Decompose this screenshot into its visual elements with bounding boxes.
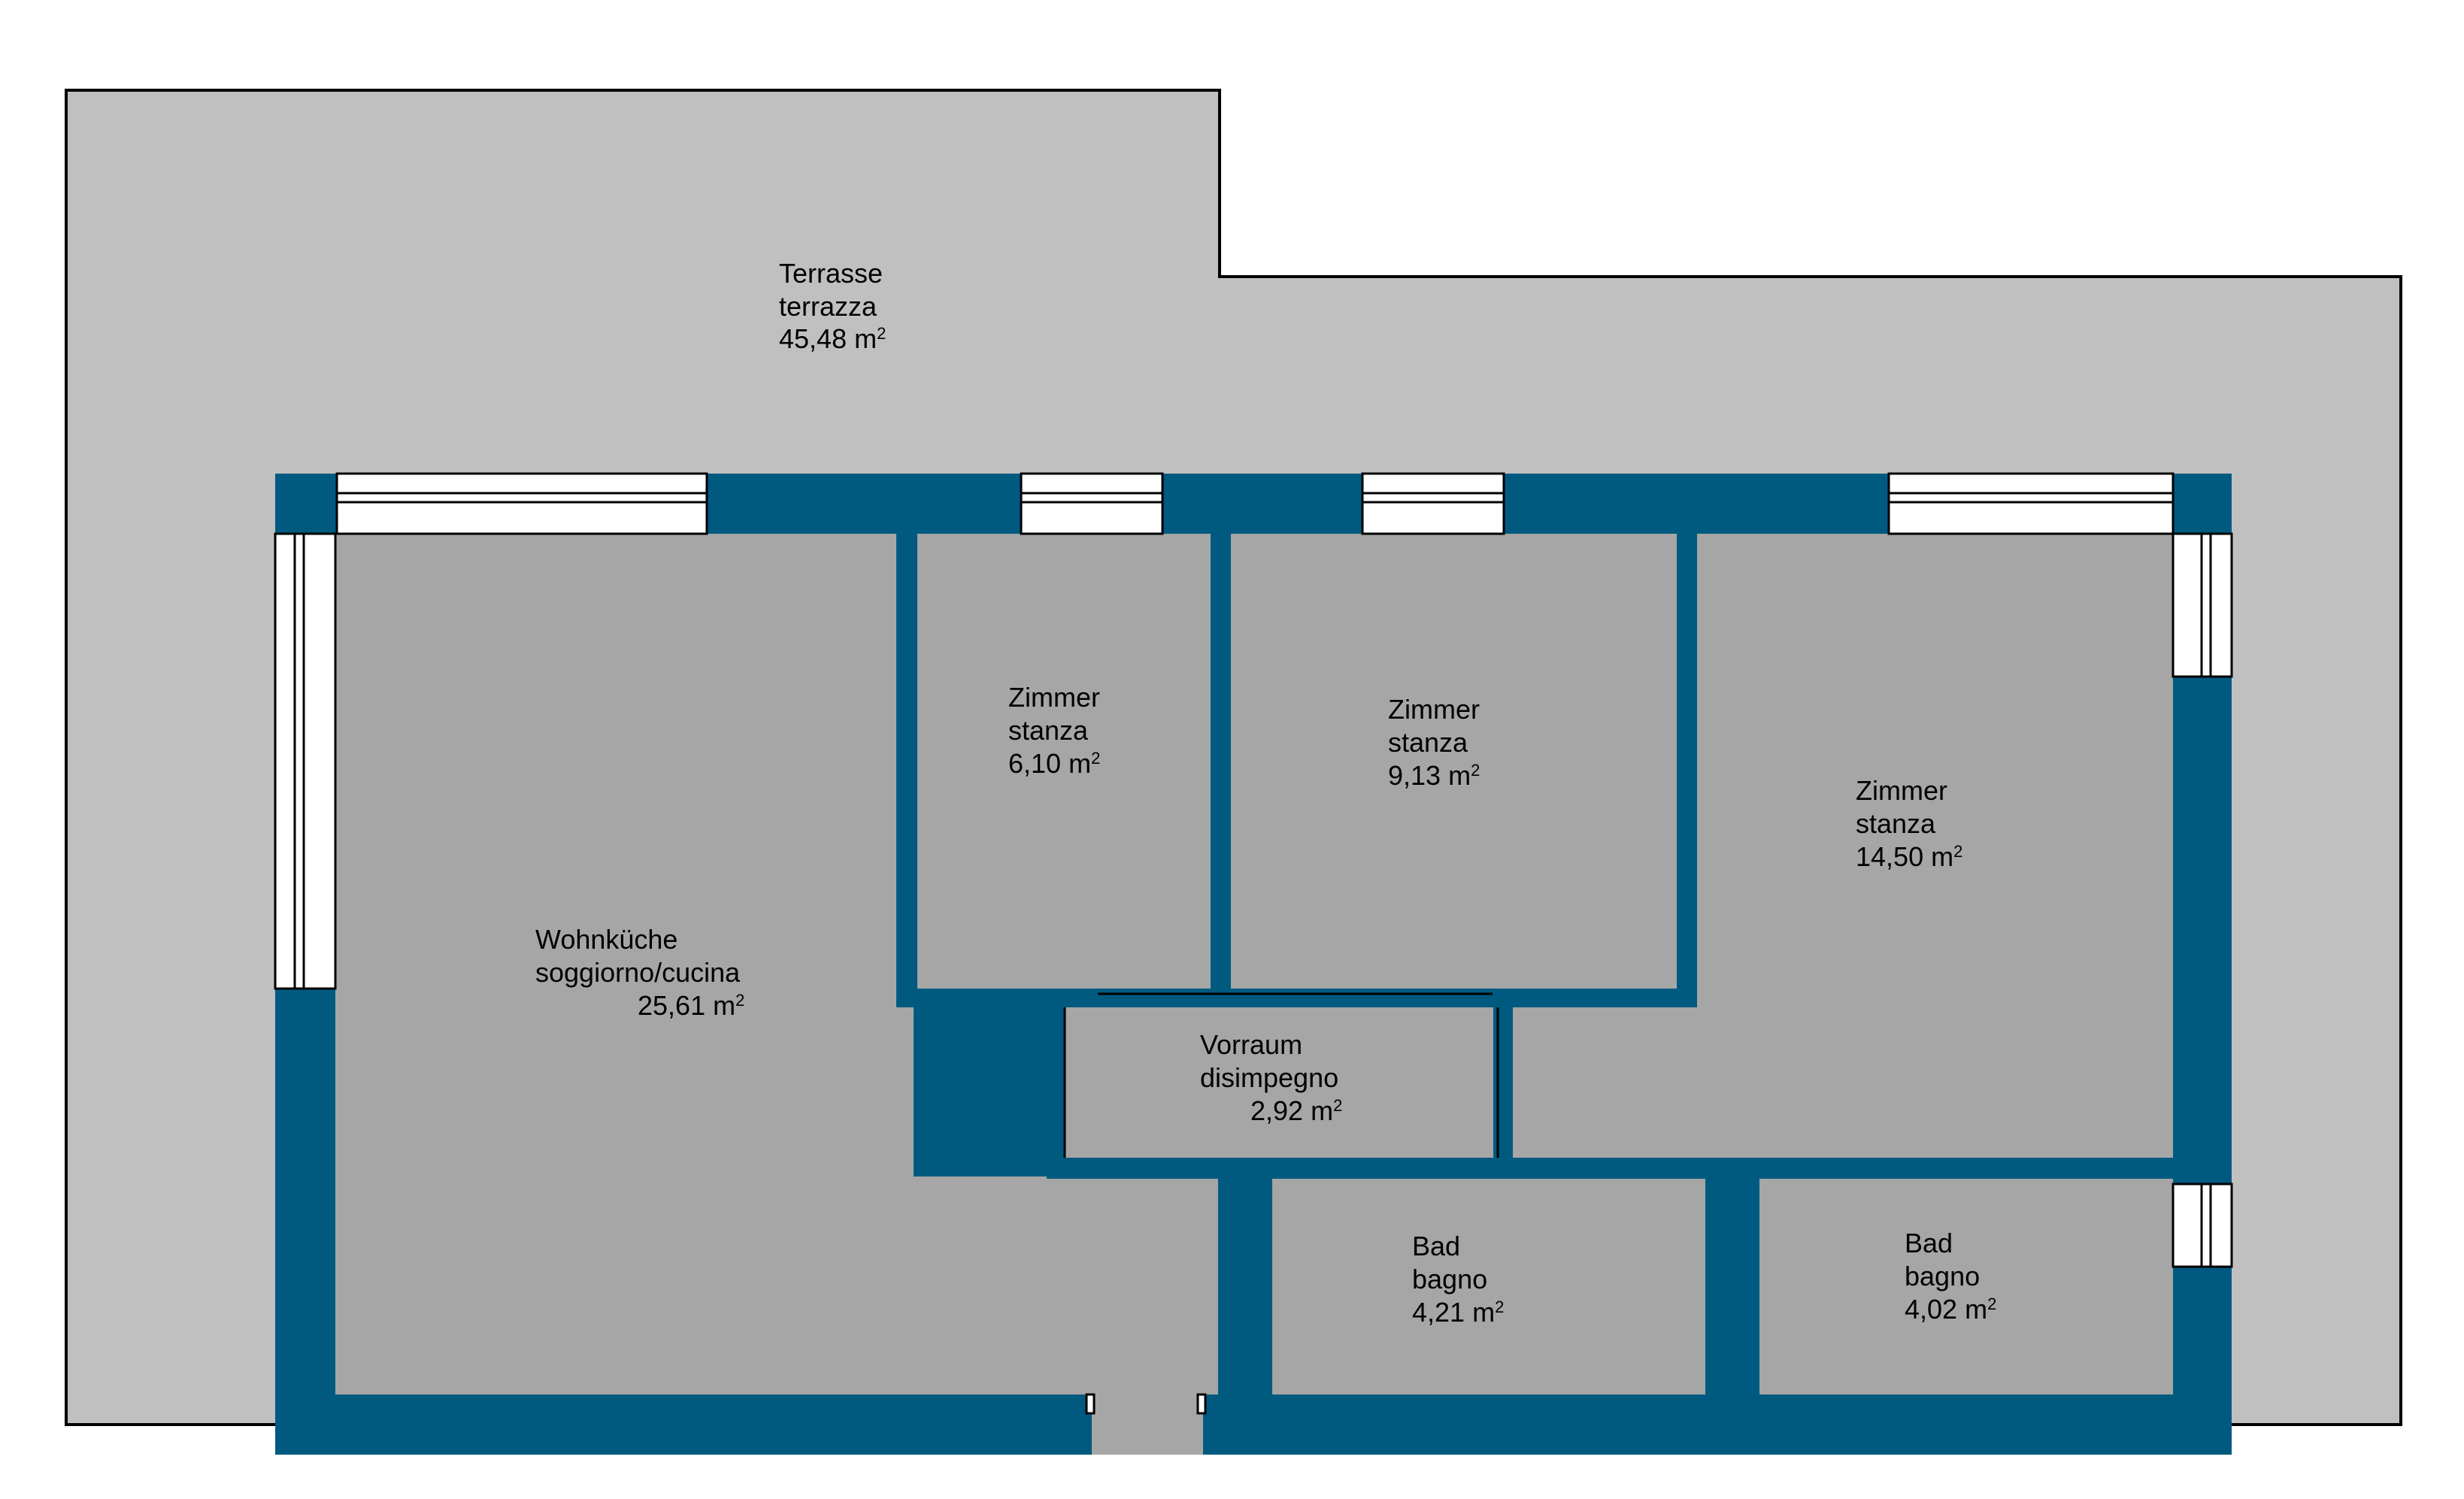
- windows-right: [2172, 532, 2233, 1268]
- living-floor: [335, 534, 1218, 1395]
- entrance-door: [1085, 1393, 1207, 1415]
- room1-floor: [917, 534, 1211, 989]
- hall-floor: [1065, 1007, 1498, 1158]
- hall-walls: [1047, 994, 1513, 1179]
- window-sills-top: [337, 492, 2173, 504]
- room3-label: Zimmer stanza 14,50 m2: [1856, 775, 1962, 872]
- window: [1361, 472, 1505, 535]
- window: [1887, 472, 2175, 535]
- room-labels: Terrasse terrazza 45,48 m2 Wohnküche sog…: [535, 258, 1996, 1328]
- bath2-label: Bad bagno 4,02 m2: [1905, 1228, 1996, 1325]
- bath1-label: Bad bagno 4,21 m2: [1412, 1231, 1504, 1328]
- hall-door-frames: [1063, 992, 1499, 1158]
- hall-label: Vorraum disimpegno 2,92 m2: [1200, 1029, 1346, 1126]
- bath2-floor: [1759, 1179, 2173, 1395]
- terrace-label: Terrasse terrazza 45,48 m2: [779, 258, 890, 354]
- room2-label: Zimmer stanza 9,13 m2: [1388, 694, 1487, 791]
- room-floors: [335, 534, 2173, 1455]
- windows-top: [335, 472, 2175, 535]
- window-left: [274, 532, 337, 990]
- window: [335, 472, 708, 535]
- room2-floor: [1231, 534, 1677, 989]
- entrance-opening: [1092, 1395, 1203, 1455]
- room1-label: Zimmer stanza 6,10 m2: [1008, 682, 1108, 779]
- bath1-floor: [1272, 1179, 1705, 1395]
- room3-floor: [1513, 534, 2173, 1158]
- living-label: Wohnküche soggiorno/cucina 25,61 m2: [535, 924, 747, 1021]
- window: [1020, 472, 1164, 535]
